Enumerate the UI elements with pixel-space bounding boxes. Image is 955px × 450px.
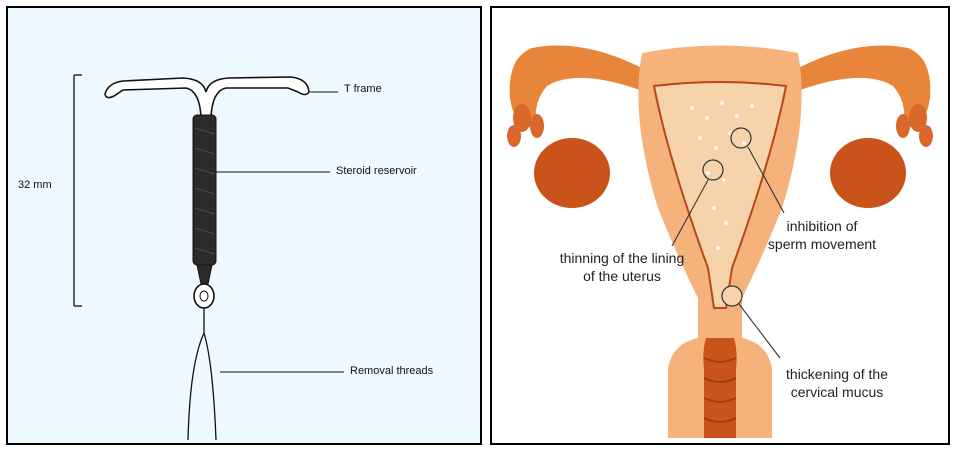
inhibition-label-line1: inhibition of	[787, 218, 858, 234]
marker-thickening	[722, 286, 742, 306]
thickening-label-line2: cervical mucus	[791, 384, 884, 400]
steroid-reservoir	[193, 115, 216, 265]
thinning-label-line1: thinning of the lining	[560, 250, 685, 266]
steroid-reservoir-label: Steroid reservoir	[336, 165, 417, 177]
ovary-right	[830, 138, 906, 208]
iud-diagram: 32 mm	[8, 8, 480, 443]
thinning-label-line2: of the uterus	[583, 268, 661, 284]
leader-lines	[216, 92, 344, 372]
fimbriae-left	[507, 104, 544, 147]
thickening-label-line1: thickening of the	[786, 366, 888, 382]
dimension-label: 32 mm	[18, 179, 52, 191]
t-frame	[105, 77, 309, 118]
ovary-left	[534, 138, 610, 208]
iud-diagram-panel: 32 mm	[6, 6, 482, 445]
dimension-bracket	[74, 75, 82, 306]
removal-threads	[188, 308, 216, 440]
stem-tip	[197, 265, 212, 284]
uterus-diagram: thinning of the lining of the uterus inh…	[492, 8, 948, 443]
removal-threads-label: Removal threads	[350, 365, 434, 377]
fimbriae-right	[896, 104, 933, 147]
uterus-diagram-panel: thinning of the lining of the uterus inh…	[490, 6, 950, 445]
inhibition-label-line2: sperm movement	[768, 236, 876, 252]
t-frame-label: T frame	[344, 83, 382, 95]
thread-loop	[194, 284, 214, 308]
